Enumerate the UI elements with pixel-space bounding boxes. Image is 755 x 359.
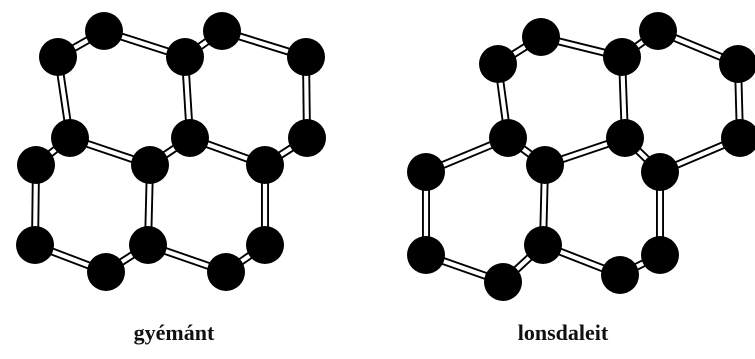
lonsdaleite-carbon-atom	[522, 18, 560, 56]
lonsdaleite-carbon-atom	[606, 119, 644, 157]
lonsdaleite-carbon-atom	[641, 153, 679, 191]
lonsdaleite-carbon-atom	[601, 256, 639, 294]
diamond-carbon-atom	[39, 38, 77, 76]
diamond-carbon-atom	[171, 119, 209, 157]
diamond-carbon-atom	[203, 12, 241, 50]
diamond-carbon-atom	[87, 253, 125, 291]
lonsdaleite-carbon-atom	[639, 12, 677, 50]
lonsdaleite-carbon-atom	[526, 146, 564, 184]
lonsdaleite-carbon-atom	[407, 236, 445, 274]
lonsdaleite-carbon-atom	[719, 45, 755, 83]
lonsdaleite-bonds	[422, 27, 744, 286]
diamond-carbon-atom	[288, 119, 326, 157]
diamond-atoms	[16, 12, 326, 291]
lonsdaleite-carbon-atom	[484, 263, 522, 301]
diamond-carbon-atom	[17, 146, 55, 184]
diamond-carbon-atom	[287, 38, 325, 76]
lonsdaleite-carbon-atom	[524, 226, 562, 264]
diamond-carbon-atom	[207, 253, 245, 291]
lonsdaleite-carbon-atom	[479, 45, 517, 83]
diamond-carbon-atom	[16, 226, 54, 264]
diamond-caption: gyémánt	[133, 320, 215, 345]
diamond-carbon-atom	[246, 226, 284, 264]
lonsdaleite-carbon-atom	[641, 236, 679, 274]
diamond-carbon-atom	[85, 12, 123, 50]
lonsdaleite-caption: lonsdaleit	[517, 320, 609, 345]
diamond-structure	[16, 12, 326, 291]
lonsdaleite-atoms	[407, 12, 755, 301]
diamond-carbon-atom	[51, 119, 89, 157]
lonsdaleite-carbon-atom	[603, 38, 641, 76]
lonsdaleite-carbon-atom	[489, 119, 527, 157]
diamond-carbon-atom	[131, 146, 169, 184]
lonsdaleite-structure	[407, 12, 755, 301]
diamond-carbon-atom	[166, 38, 204, 76]
diamond-carbon-atom	[129, 226, 167, 264]
lonsdaleite-carbon-atom	[407, 153, 445, 191]
lonsdaleite-carbon-atom	[721, 119, 755, 157]
diamond-carbon-atom	[246, 146, 284, 184]
